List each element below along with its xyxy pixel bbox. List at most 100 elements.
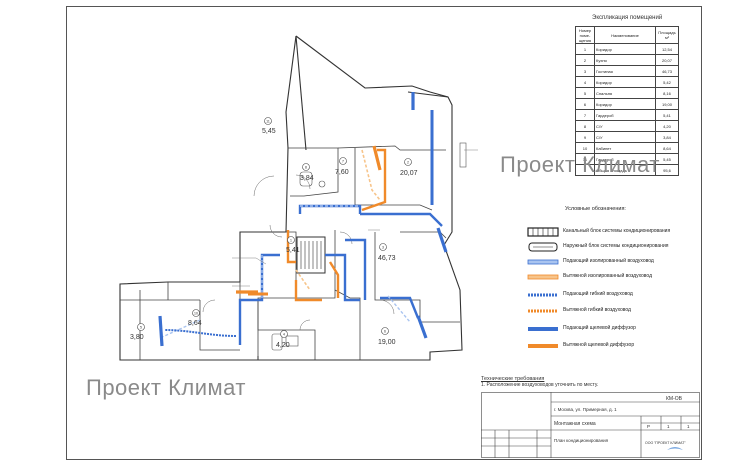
- notes-line: 1. Расположение воздуховодов уточнить по…: [481, 382, 599, 388]
- supply-flex-symbol: [528, 293, 558, 297]
- exhaust-duct-symbol: [527, 274, 559, 280]
- room-number: 7: [342, 160, 344, 164]
- rooms-table: Номер поме-щения Наименование Площадь м²…: [575, 26, 679, 176]
- legend-label: Вытяжной гибкий воздуховод: [563, 307, 631, 313]
- cell-num: 3: [575, 65, 595, 77]
- duct-unit-symbol: [527, 227, 559, 237]
- cell-num: 7: [575, 109, 595, 121]
- duct-unit-main: [296, 236, 326, 274]
- room-area: 4,20: [276, 342, 290, 349]
- room-area: 5,41: [286, 247, 300, 254]
- room-area: 7,60: [335, 169, 349, 176]
- room-number: 2: [407, 161, 409, 165]
- legend-title: Условные обозначения:: [565, 206, 626, 212]
- legend-item: Подающий изолированный воздуховод: [527, 257, 702, 269]
- legend-item: Канальный блок системы кондиционирования: [527, 227, 702, 239]
- room-number: 3: [382, 246, 384, 250]
- stamp-stage: Р: [647, 424, 650, 429]
- cell-name: С/У: [594, 131, 656, 143]
- room-area: 8,64: [188, 320, 202, 327]
- table-header: Площадь м²: [655, 26, 679, 44]
- cell-num: 5: [575, 87, 595, 99]
- cell-num: 6: [575, 98, 595, 110]
- cell-area: 3,84: [655, 131, 679, 143]
- room-number: 11: [266, 120, 270, 124]
- legend-label: Наружный блок системы кондиционирования: [563, 243, 669, 249]
- cell-num: 1: [575, 43, 595, 55]
- legend-label: Подающий щелевой диффузор: [563, 325, 636, 331]
- cell-area: 20,07: [655, 54, 679, 66]
- company-logo-icon: [667, 447, 683, 450]
- room-area: 3,80: [130, 334, 144, 341]
- cell-num: 2: [575, 54, 595, 66]
- legend-label: Вытяжной изолированный воздуховод: [563, 273, 652, 279]
- cell-area: 5,42: [655, 76, 679, 88]
- room-area: 5,45: [262, 128, 276, 135]
- legend-item: Наружный блок системы кондиционирования: [527, 242, 702, 254]
- room-number: 10: [194, 312, 198, 316]
- room-number: 1: [290, 239, 292, 243]
- table-header: Номер поме-щения: [575, 26, 595, 44]
- cell-area: 46,73: [655, 65, 679, 77]
- outdoor-unit-symbol: [528, 242, 558, 252]
- rooms-table-title: Экспликация помещений: [592, 15, 663, 21]
- notes-title: Технические требования: [481, 376, 545, 382]
- room-number: 5: [140, 326, 142, 330]
- legend-item: Подающий гибкий воздуховод: [527, 290, 702, 302]
- room-area: 20,07: [400, 170, 418, 177]
- technical-notes: Технические требования 1. Расположение в…: [481, 376, 598, 388]
- cell-num: 8: [575, 120, 595, 132]
- stamp-company: ООО "ПРОЕКТ КЛИМАТ": [645, 441, 686, 445]
- legend-label: Вытяжной щелевой диффузор: [563, 342, 635, 348]
- cell-name: С/У: [594, 120, 656, 132]
- stamp-drawing: План кондиционирования: [554, 438, 609, 443]
- legend-item: Подающий щелевой диффузор: [527, 324, 702, 336]
- cell-area: 95,6: [655, 164, 679, 176]
- legend-item: Вытяжной щелевой диффузор: [527, 341, 702, 353]
- legend-label: Канальный блок системы кондиционирования: [563, 228, 671, 234]
- stamp-sheet-name: Монтажная схема: [554, 421, 596, 427]
- stamp-code: КМ-ОВ: [666, 396, 683, 402]
- cell-name: Спальня: [594, 87, 656, 99]
- cell-area: 5,41: [655, 109, 679, 121]
- cell-area: 8,16: [655, 87, 679, 99]
- cell-name: Коридор: [594, 76, 656, 88]
- cell-area: 12,54: [655, 43, 679, 55]
- room-area: 46,73: [378, 255, 396, 262]
- legend-item: Вытяжной изолированный воздуховод: [527, 272, 702, 284]
- cell-name: Гардероб: [594, 109, 656, 121]
- stamp-address: г. Москва, ул. Примерная, д. 1: [554, 407, 617, 412]
- title-block: КМ-ОВ г. Москва, ул. Примерная, д. 1 Мон…: [481, 392, 700, 458]
- stamp-sheet: 1: [667, 424, 670, 429]
- legend-label: Подающий гибкий воздуховод: [563, 291, 633, 297]
- exhaust-flex-symbol: [528, 309, 558, 313]
- cell-num: 9: [575, 131, 595, 143]
- cell-name: Кухня: [594, 54, 656, 66]
- cell-name: Коридор: [594, 43, 656, 55]
- cell-name: Гостиная: [594, 65, 656, 77]
- exhaust-diffuser-symbol: [528, 344, 558, 348]
- supply-diffuser-symbol: [528, 327, 558, 331]
- legend-label: Подающий изолированный воздуховод: [563, 258, 654, 264]
- room-number: 8: [305, 166, 307, 170]
- room-area: 19,00: [378, 339, 396, 346]
- legend-item: Вытяжной гибкий воздуховод: [527, 306, 702, 318]
- room-number: 6: [384, 330, 386, 334]
- room-number: 4: [283, 333, 285, 337]
- cell-area: 4,20: [655, 120, 679, 132]
- table-header-row: Номер поме-щения Наименование Площадь м²: [575, 26, 679, 44]
- watermark: Проект Климат: [86, 375, 246, 400]
- supply-duct-symbol: [527, 259, 559, 265]
- cell-area: 19,00: [655, 98, 679, 110]
- stamp-sheets: 1: [687, 424, 690, 429]
